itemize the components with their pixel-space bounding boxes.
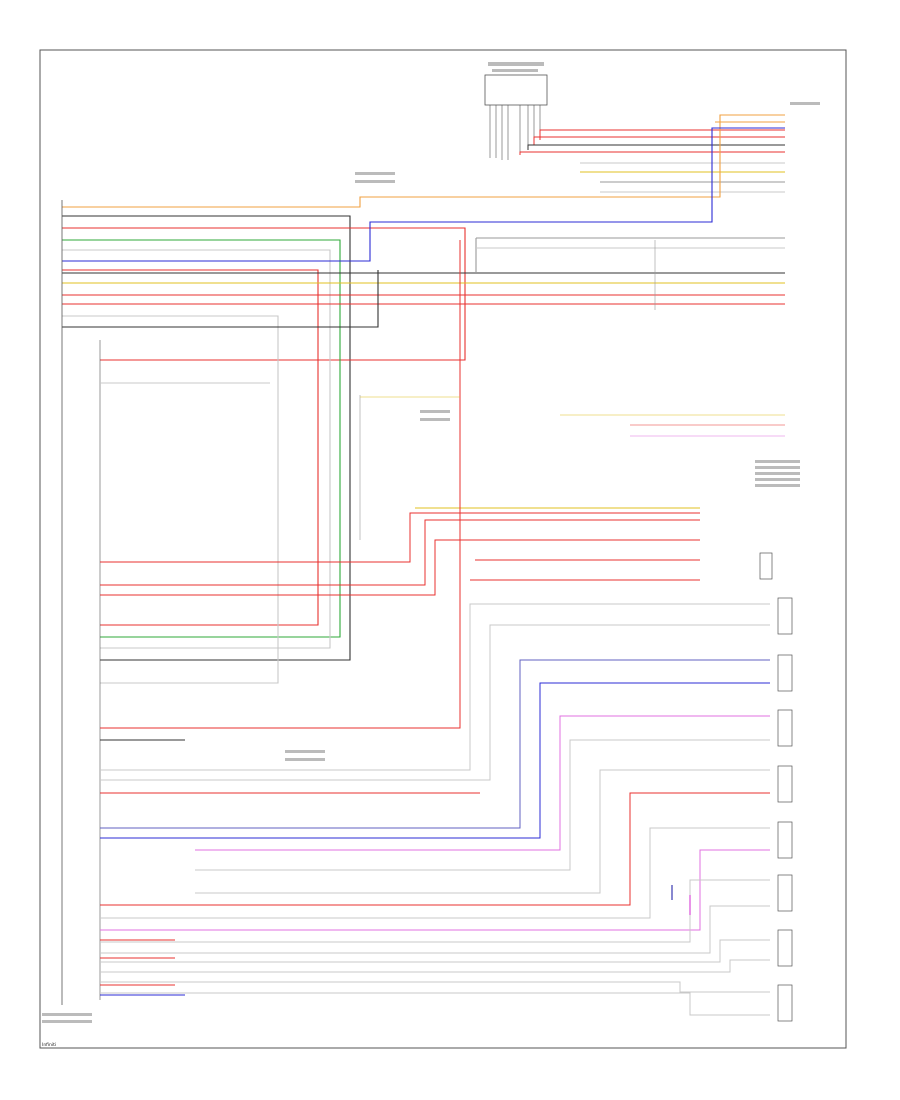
indicator-marks	[671, 885, 691, 915]
right-components	[759, 552, 793, 1022]
mid-connectors	[359, 240, 785, 540]
left-module-wires	[100, 240, 770, 1016]
tiny-labels	[42, 62, 820, 1023]
main-harness-wires	[62, 114, 785, 684]
left-module-block	[61, 200, 101, 1005]
diagram-frame	[39, 49, 847, 1049]
top-connector-component	[484, 74, 548, 160]
top-right-wire-bus	[519, 121, 785, 193]
diagram-code-label: Infiniti	[42, 1042, 56, 1048]
